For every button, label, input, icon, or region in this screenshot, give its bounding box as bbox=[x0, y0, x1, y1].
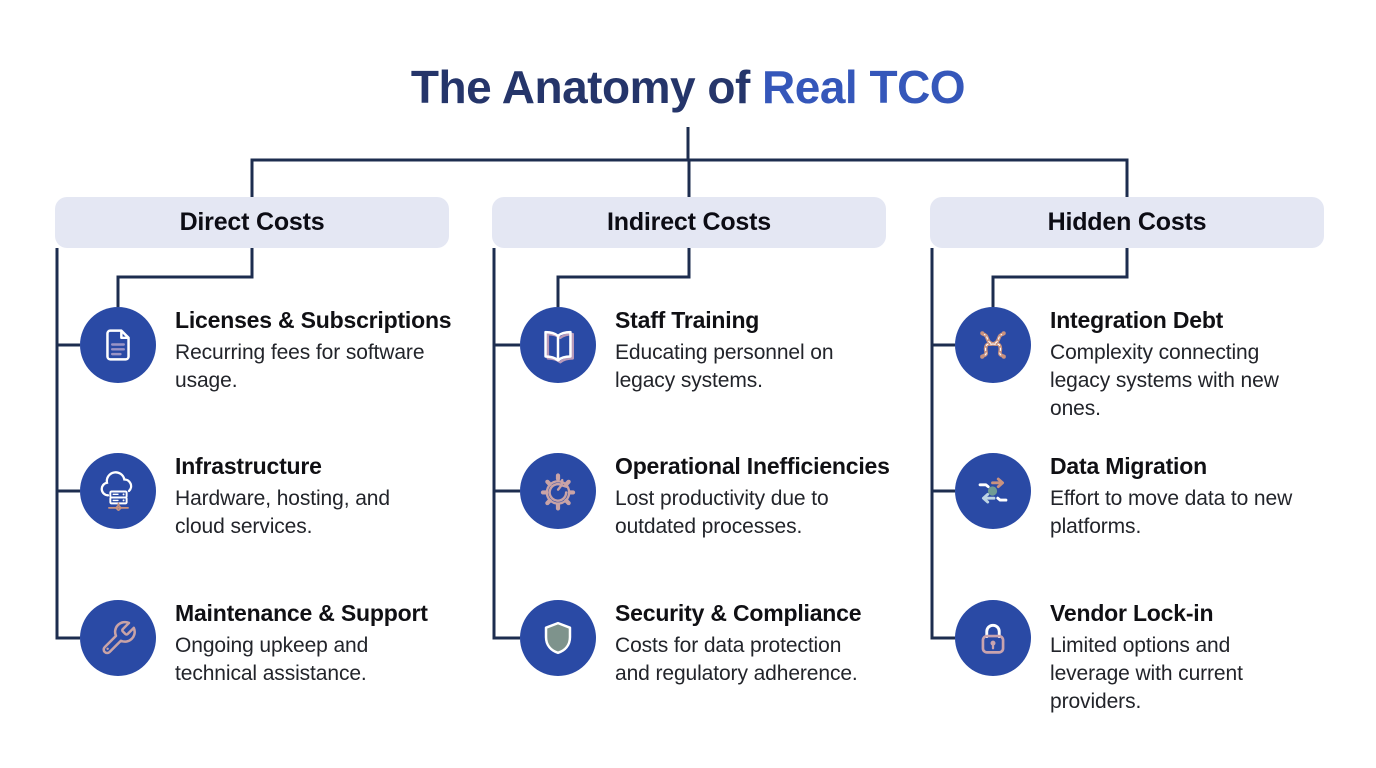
item-integration-debt: Integration Debt Complexity connecting l… bbox=[955, 307, 1350, 423]
title-highlight: Real TCO bbox=[762, 61, 966, 113]
connector-root bbox=[250, 127, 1129, 197]
item-title: Operational Inefficiencies bbox=[615, 453, 890, 479]
shield-icon bbox=[520, 600, 596, 676]
item-description: Ongoing upkeep and technical assistance. bbox=[175, 634, 369, 685]
item-data-migration: Data Migration Effort to move data to ne… bbox=[955, 453, 1350, 541]
item-description: Complexity connecting legacy systems wit… bbox=[1050, 341, 1279, 420]
item-infrastructure: Infrastructure Hardware, hosting, and cl… bbox=[80, 453, 475, 541]
item-licenses-subscriptions: Licenses & Subscriptions Recurring fees … bbox=[80, 307, 475, 395]
item-description: Costs for data protection and regulatory… bbox=[615, 634, 858, 685]
item-title: Security & Compliance bbox=[615, 600, 862, 626]
wrench-icon bbox=[80, 600, 156, 676]
tangled-cables-icon bbox=[955, 307, 1031, 383]
item-title: Licenses & Subscriptions bbox=[175, 307, 452, 333]
data-migration-icon bbox=[955, 453, 1031, 529]
column-header-direct-costs: Direct Costs bbox=[55, 197, 449, 248]
title-prefix: The Anatomy of bbox=[410, 61, 750, 113]
item-description: Recurring fees for software usage. bbox=[175, 341, 425, 392]
lock-icon bbox=[955, 600, 1031, 676]
item-title: Data Migration bbox=[1050, 453, 1207, 479]
open-book-icon bbox=[520, 307, 596, 383]
item-description: Hardware, hosting, and cloud services. bbox=[175, 487, 390, 538]
item-title: Maintenance & Support bbox=[175, 600, 428, 626]
item-description: Lost productivity due to outdated proces… bbox=[615, 487, 829, 538]
item-security-compliance: Security & Compliance Costs for data pro… bbox=[520, 600, 915, 688]
item-description: Educating personnel on legacy systems. bbox=[615, 341, 834, 392]
item-title: Infrastructure bbox=[175, 453, 322, 479]
item-description: Effort to move data to new platforms. bbox=[1050, 487, 1293, 538]
column-header-hidden-costs: Hidden Costs bbox=[930, 197, 1324, 248]
item-title: Staff Training bbox=[615, 307, 760, 333]
cloud-server-icon bbox=[80, 453, 156, 529]
column-header-indirect-costs: Indirect Costs bbox=[492, 197, 886, 248]
document-icon bbox=[80, 307, 156, 383]
item-staff-training: Staff Training Educating personnel on le… bbox=[520, 307, 915, 395]
item-title: Vendor Lock-in bbox=[1050, 600, 1214, 626]
item-maintenance-support: Maintenance & Support Ongoing upkeep and… bbox=[80, 600, 475, 688]
item-vendor-lock-in: Vendor Lock-in Limited options and lever… bbox=[955, 600, 1350, 716]
gear-sync-icon bbox=[520, 453, 596, 529]
item-title: Integration Debt bbox=[1050, 307, 1224, 333]
page-title: The Anatomy of Real TCO bbox=[0, 60, 1376, 114]
item-description: Limited options and leverage with curren… bbox=[1050, 634, 1243, 713]
item-operational-inefficiencies: Operational Inefficiencies Lost producti… bbox=[520, 453, 915, 541]
